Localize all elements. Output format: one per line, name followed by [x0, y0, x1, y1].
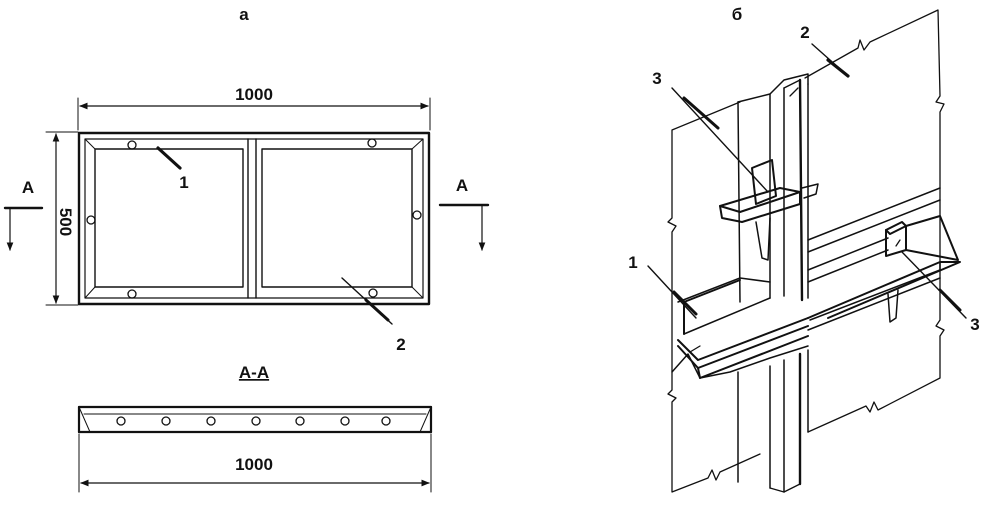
bracket-top [719, 159, 819, 261]
panel-b-label: б [732, 5, 743, 24]
horizontal-rib [671, 187, 961, 379]
section-mark-left: А [3, 178, 44, 251]
height-dimension: 500 [45, 131, 79, 306]
frame-plan-view [77, 131, 431, 306]
svg-text:А: А [456, 176, 468, 195]
height-dim-text: 500 [56, 208, 75, 236]
section-title: А-А [239, 363, 269, 382]
callout-2-text: 2 [396, 335, 405, 354]
svg-text:А: А [22, 178, 34, 197]
panel-a: а 1000 500 [3, 5, 490, 493]
callout-b-1-text: 1 [628, 253, 637, 272]
section-view: 1000 [77, 405, 433, 493]
vertical-rib [737, 73, 809, 493]
panel-b: б [628, 5, 980, 493]
callout-b-2-text: 2 [800, 23, 809, 42]
callout-b-3-top-text: 3 [652, 69, 661, 88]
section-mark-right: А [438, 176, 490, 251]
width-dimension: 1000 [77, 85, 431, 131]
bracket-right [885, 215, 959, 261]
width-dim-text: 1000 [235, 85, 273, 104]
section-width-dim-text: 1000 [235, 455, 273, 474]
callout-1-text: 1 [179, 173, 188, 192]
wall-panel-left [667, 101, 761, 493]
panel-a-label: а [239, 5, 249, 24]
callout-b-3-right-text: 3 [970, 315, 979, 334]
